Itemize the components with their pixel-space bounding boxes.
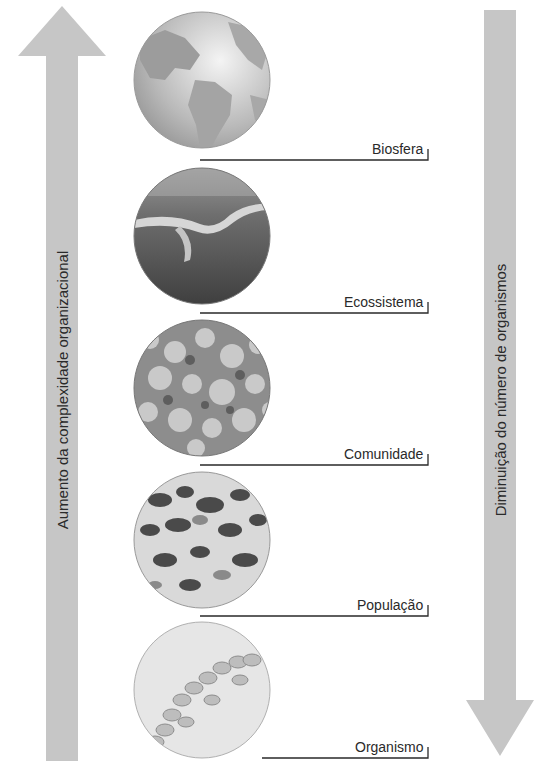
community-photo bbox=[130, 318, 280, 458]
level-name: Biosfera bbox=[372, 141, 423, 157]
up-arrow: Aumento da complexidade organizacional bbox=[18, 6, 106, 761]
globe bbox=[130, 8, 280, 158]
population-photo bbox=[130, 470, 280, 610]
leader-lines bbox=[200, 149, 428, 758]
level-name: Ecossistema bbox=[344, 294, 423, 310]
axis-label: Aumento da complexidade organizacional bbox=[54, 251, 71, 530]
level-name: Comunidade bbox=[344, 446, 423, 462]
level-name: População bbox=[357, 597, 423, 613]
ecosystem-photo bbox=[130, 166, 280, 306]
axis-label: Diminuição do número de organismos bbox=[492, 264, 509, 517]
organism-photo bbox=[130, 620, 280, 760]
level-name: Organismo bbox=[355, 739, 423, 755]
down-arrow: Diminuição do número de organismos bbox=[466, 10, 534, 756]
